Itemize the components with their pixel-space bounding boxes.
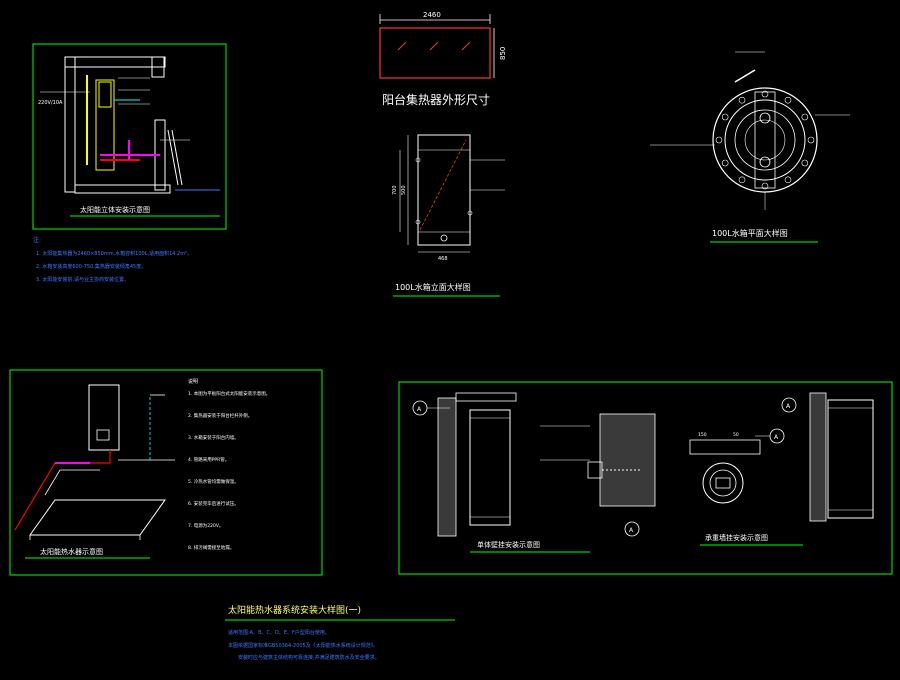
bottom-note-2: 本图依据国家标准GB50364-2005及《太阳能热水系统设计规范》。 — [228, 642, 378, 649]
tank-dim-width: 468 — [438, 256, 448, 262]
note-line-2: 2. 水箱安装高度600-750,集热器安装倾角45度。 — [36, 263, 146, 270]
flat-panel-title: 太阳能热水器示意图 — [40, 547, 103, 556]
plan-bolt — [801, 159, 809, 167]
plan-bolt — [801, 113, 809, 121]
note-line-3: 3. 太阳能安装前,请与业主协商安装位置。 — [36, 276, 129, 283]
dim-small-2: 50 — [733, 432, 739, 438]
flat-panel-drawing — [14, 384, 175, 540]
plan-bolt — [738, 176, 746, 184]
marker-a-1: A — [417, 406, 422, 413]
tank-dim-height-1: 700 — [392, 185, 398, 195]
install-note-5: 5. 冷热水管均需做保温。 — [188, 478, 239, 485]
balcony-heater-drawing — [379, 14, 495, 79]
plan-bolt — [738, 96, 746, 104]
wall-mount-frame — [398, 381, 893, 575]
plan-bolt — [784, 176, 792, 184]
tank-front-drawing — [399, 134, 505, 253]
tank-plan-drawing — [650, 51, 850, 210]
wall-hang-title: 单体壁挂安装示意图 — [477, 540, 540, 549]
heater-dim-height: 850 — [499, 47, 507, 60]
plan-bolt — [761, 182, 769, 190]
note-line-1: 1. 太阳能集热器为2460×850mm,水箱容积100L,适用面积14.2m²… — [36, 250, 192, 257]
plan-bolt — [721, 159, 729, 167]
marker-a-2: A — [629, 527, 634, 534]
tank-front-title: 100L水箱立面大样图 — [395, 282, 471, 292]
plan-bolt — [721, 113, 729, 121]
heater-dim-width: 2460 — [423, 11, 441, 19]
install-note-4: 4. 管路采用PPR管。 — [188, 456, 229, 463]
plan-bolt — [784, 96, 792, 104]
supply-label: 220V/10A — [38, 100, 63, 106]
dim-small-1: 150 — [698, 432, 707, 438]
install-section-title: 太阳能立体安装示意图 — [80, 205, 150, 214]
marker-a-3: A — [774, 434, 779, 441]
tank-dim-height-2: 500 — [401, 185, 407, 195]
install-note-1: 1. 本图为平板阳台式太阳能安装示意图。 — [188, 390, 270, 397]
tank-plan-title: 100L水箱平面大样图 — [712, 228, 788, 238]
install-section-frame — [32, 43, 227, 230]
wall-mount-title: 承重墙挂安装示意图 — [705, 533, 768, 542]
system-title: 太阳能热水器系统安装大样图(一) — [228, 604, 361, 616]
flat-panel-frame — [9, 369, 323, 576]
install-note-2: 2. 集热器安装于阳台栏杆外侧。 — [188, 412, 252, 419]
notes-header: 注: — [33, 236, 41, 244]
plan-bolt — [761, 90, 769, 98]
install-note-8: 8. 排污阀需接至地漏。 — [188, 544, 234, 551]
bottom-note-3: 安装时应与建筑主体结构可靠连接,并满足建筑防水及安全要求。 — [238, 654, 380, 661]
install-notes-header: 说明 — [188, 378, 198, 385]
install-section-drawing — [40, 56, 220, 194]
install-note-7: 7. 电源为220V。 — [188, 522, 223, 529]
bottom-note-1: 适用范围:A、B、C、D、E、F户型阳台使用。 — [228, 629, 330, 636]
wall-mount-drawing — [412, 392, 874, 537]
install-note-3: 3. 水箱安装于阳台内墙。 — [188, 434, 239, 441]
marker-a-4: A — [786, 403, 791, 410]
install-note-6: 6. 安装完毕后进行试压。 — [188, 500, 239, 507]
balcony-heater-title: 阳台集热器外形尺寸 — [382, 92, 490, 107]
plan-bolt — [807, 136, 815, 144]
plan-bolt — [715, 136, 723, 144]
